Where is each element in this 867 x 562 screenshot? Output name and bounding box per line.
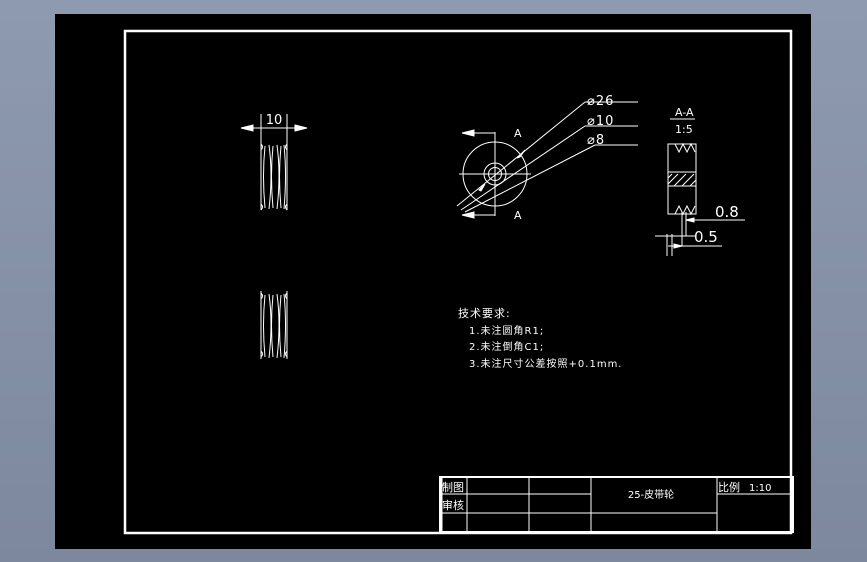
- title-block: [439, 476, 794, 533]
- section-view-label: A-A: [675, 106, 694, 119]
- diameter-26-label: ⌀26: [587, 94, 614, 109]
- cad-viewport[interactable]: 10 A A ⌀26 ⌀10 ⌀8: [55, 14, 811, 549]
- note-2: 2.未注倒角C1;: [469, 340, 544, 353]
- note-3: 3.未注尺寸公差按照+0.1mm.: [469, 357, 622, 370]
- title-part-name: 25-皮带轮: [628, 488, 674, 501]
- title-scale-value: 1:10: [749, 483, 771, 494]
- section-label-bottom: A: [514, 209, 522, 222]
- dim-0.5: 0.5: [694, 228, 718, 246]
- title-checked-by: 审核: [442, 498, 464, 512]
- note-1: 1.未注圆角R1;: [469, 324, 544, 337]
- section-view-scale: 1:5: [675, 123, 693, 136]
- dim-0.8: 0.8: [715, 203, 739, 221]
- drawing-canvas: 10 A A ⌀26 ⌀10 ⌀8: [123, 29, 794, 535]
- notes-title: 技术要求:: [458, 307, 511, 320]
- side-view: [456, 101, 638, 219]
- title-scale-label: 比例: [718, 480, 740, 494]
- front-view-lower: [260, 291, 288, 359]
- section-label-top: A: [514, 127, 522, 140]
- section-view: [655, 118, 745, 256]
- front-view: [240, 114, 308, 211]
- diameter-8-label: ⌀8: [587, 133, 605, 148]
- diameter-10-label: ⌀10: [587, 114, 614, 129]
- title-drawn-by: 制图: [442, 481, 464, 494]
- front-width-dim: 10: [266, 113, 283, 128]
